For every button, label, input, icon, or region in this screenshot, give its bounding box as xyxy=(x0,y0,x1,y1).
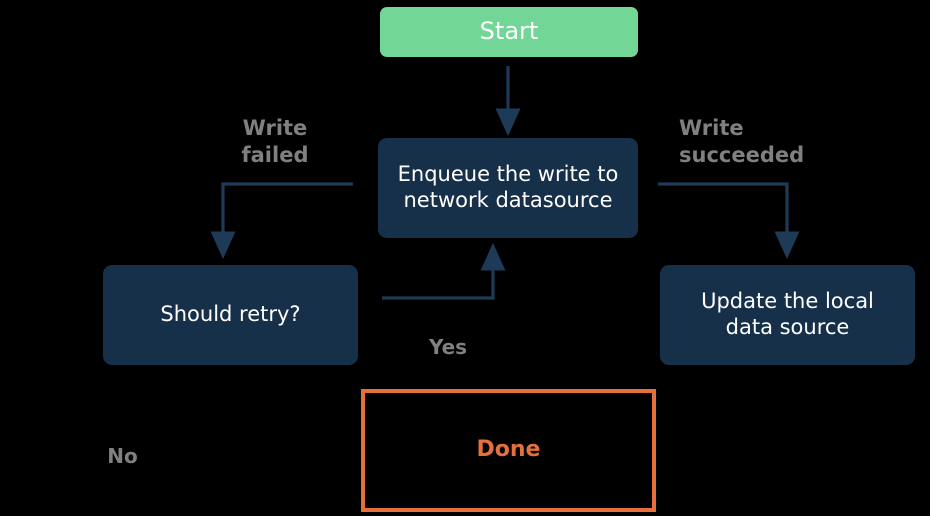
node-update-local-data-source-label: Update the local data source xyxy=(701,289,874,339)
edge-enqueue-to-should-retry xyxy=(210,182,353,260)
node-enqueue-write-label: Enqueue the write to network datasource xyxy=(397,162,619,212)
edge-label-write-failed: Write failed xyxy=(241,116,309,168)
edge-should-retry-yes-loop xyxy=(382,242,506,300)
node-start-label: Start xyxy=(479,17,539,46)
edge-label-no: No xyxy=(107,444,138,468)
node-should-retry-label: Should retry? xyxy=(160,302,301,327)
edge-label-yes: Yes xyxy=(428,335,468,359)
node-start[interactable]: Start xyxy=(380,7,638,57)
node-done-label: Done xyxy=(476,437,541,463)
node-update-local-data-source[interactable]: Update the local data source xyxy=(660,265,915,365)
edge-label-write-succeeded: Write succeeded xyxy=(679,116,805,168)
node-enqueue-write[interactable]: Enqueue the write to network datasource xyxy=(378,138,638,238)
node-done[interactable]: Done xyxy=(361,389,656,512)
node-should-retry[interactable]: Should retry? xyxy=(103,265,358,365)
edge-enqueue-to-update-local xyxy=(658,182,800,260)
